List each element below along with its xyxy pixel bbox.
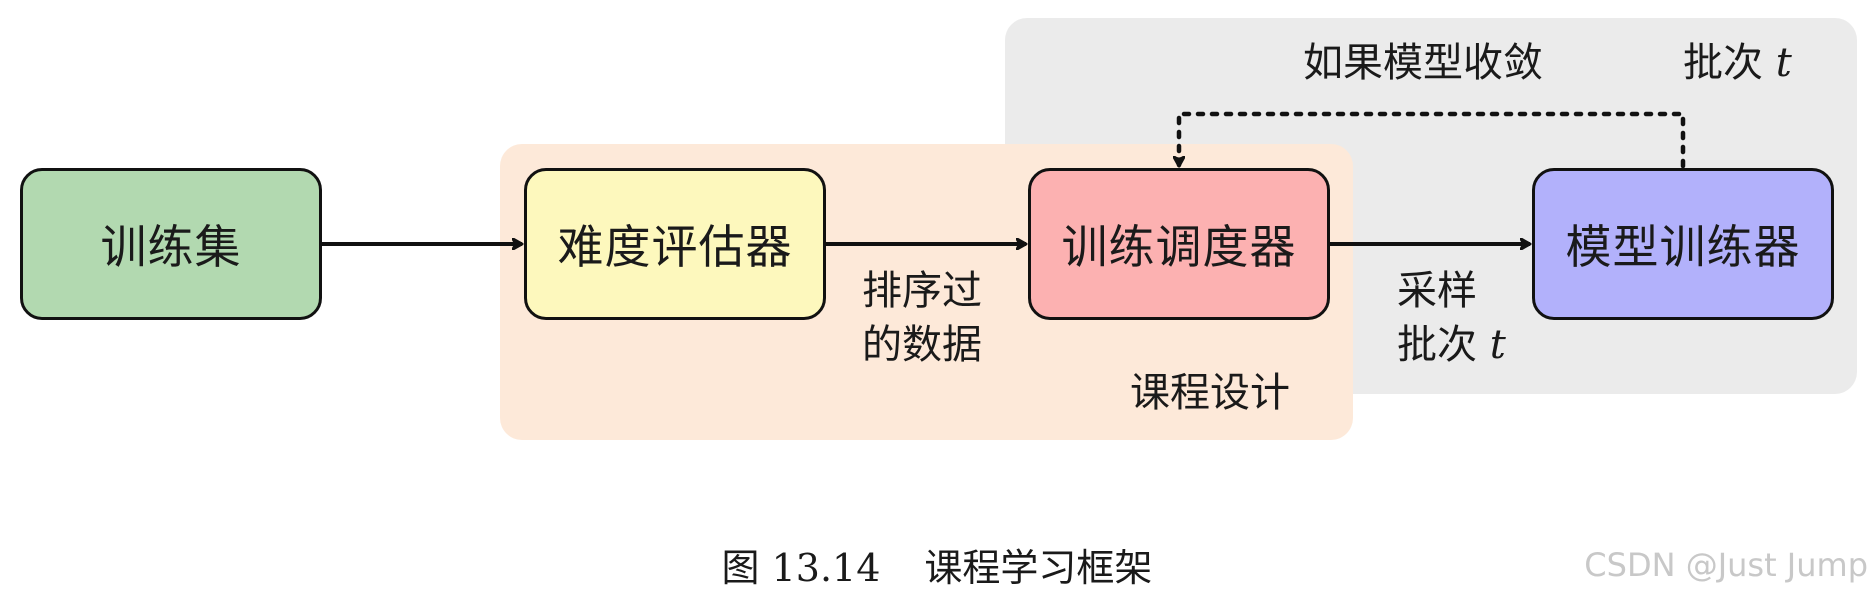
figure-title: 课程学习框架 (924, 546, 1153, 590)
edge-convergence-feedback (1179, 111, 1686, 169)
node-train-set-label: 训练集 (100, 220, 242, 274)
node-difficulty-evaluator-label: 难度评估器 (557, 220, 793, 274)
node-training-scheduler: 训练调度器 (1028, 168, 1330, 320)
convergence-label: 如果模型收敛 (1303, 40, 1543, 86)
sorted-data-label: 排序过 的数据 (862, 268, 982, 368)
node-model-trainer-label: 模型训练器 (1565, 220, 1801, 274)
sample-batch-label: 采样 批次 t (1397, 268, 1506, 368)
node-difficulty-evaluator: 难度评估器 (524, 168, 826, 320)
node-training-scheduler-label: 训练调度器 (1061, 220, 1297, 274)
watermark: CSDN @Just Jump (1584, 546, 1868, 584)
batch-region-label: 批次 t (1683, 40, 1792, 86)
figure-caption: 图 13.14 课程学习框架 (0, 540, 1874, 596)
curriculum-design-label: 课程设计 (1130, 370, 1290, 416)
node-model-trainer: 模型训练器 (1532, 168, 1834, 320)
node-train-set: 训练集 (20, 168, 322, 320)
figure-number: 图 13.14 (721, 546, 881, 590)
